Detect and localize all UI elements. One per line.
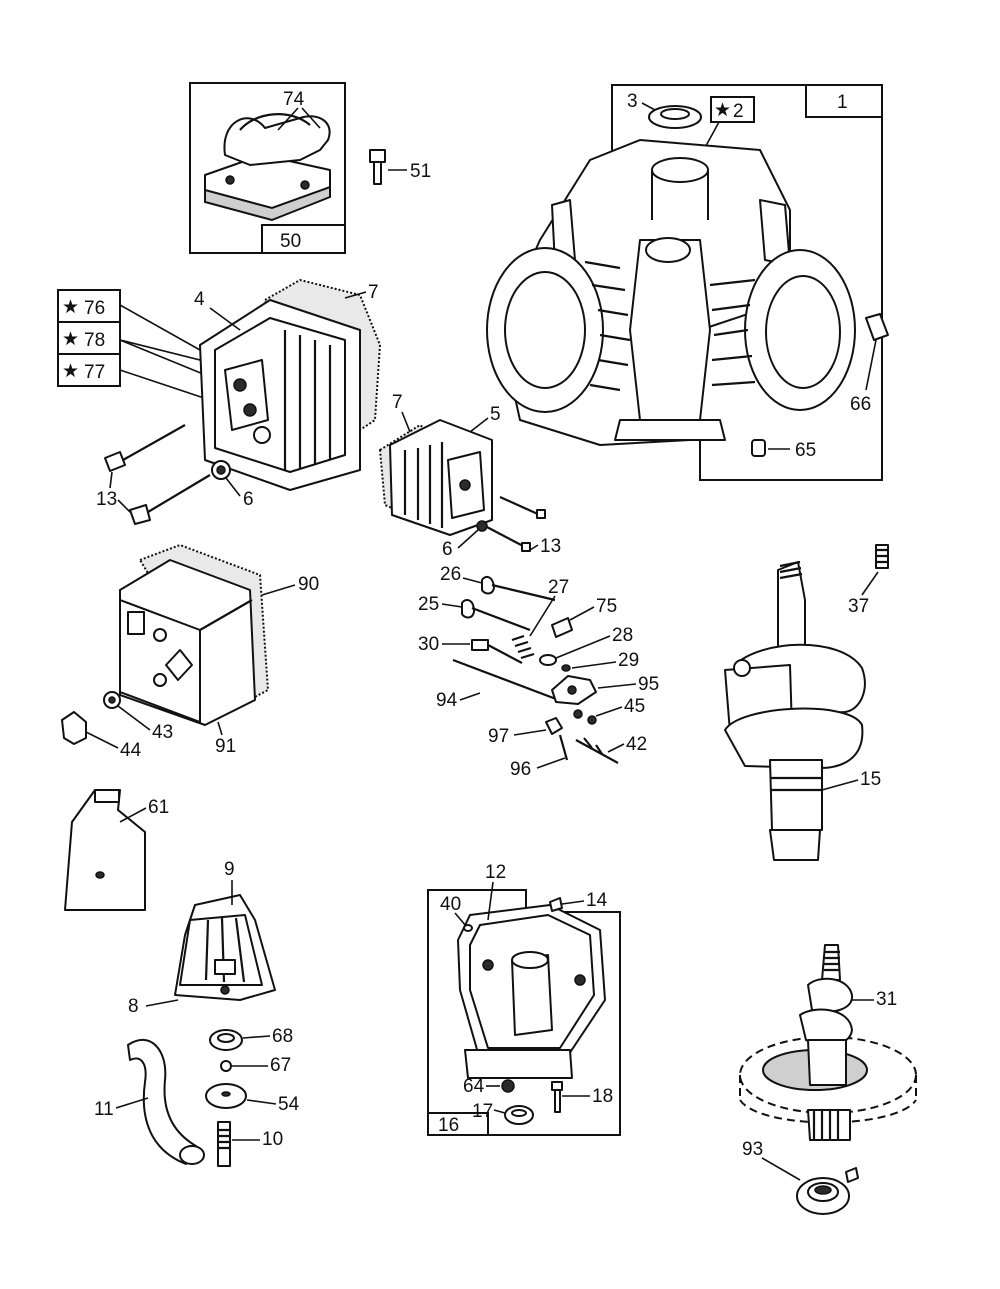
label-13b: 13 bbox=[540, 536, 561, 557]
hardware-group: 68 67 54 10 11 bbox=[94, 1026, 300, 1167]
label-74: 74 bbox=[283, 89, 305, 110]
label-77: 77 bbox=[84, 362, 105, 383]
label-50: 50 bbox=[280, 231, 301, 252]
label-45: 45 bbox=[624, 696, 645, 717]
cylinder-block-part bbox=[486, 139, 856, 446]
item-76-tag bbox=[57, 289, 121, 323]
seal-93-group: 93 bbox=[742, 1139, 859, 1215]
item-2-tag bbox=[710, 96, 755, 123]
label-17: 17 bbox=[472, 1101, 493, 1122]
label-18: 18 bbox=[592, 1086, 613, 1107]
label-6a: 6 bbox=[243, 489, 254, 510]
sump-part bbox=[457, 904, 606, 1079]
label-95: 95 bbox=[638, 674, 659, 695]
label-93: 93 bbox=[742, 1139, 763, 1160]
label-51: 51 bbox=[410, 161, 431, 182]
sump-cover-group: 16 12 40 14 64 17 18 bbox=[427, 862, 621, 1136]
label-16: 16 bbox=[438, 1115, 459, 1136]
crankshaft-group: 15 37 bbox=[724, 544, 889, 861]
label-13a: 13 bbox=[96, 489, 117, 510]
label-37: 37 bbox=[848, 596, 869, 617]
label-42: 42 bbox=[626, 734, 647, 755]
camshaft-group: 31 bbox=[739, 944, 917, 1141]
label-66: 66 bbox=[850, 394, 871, 415]
housing-8-9-group: 9 8 bbox=[128, 859, 276, 1017]
label-44: 44 bbox=[120, 740, 142, 761]
label-90: 90 bbox=[298, 574, 319, 595]
label-28: 28 bbox=[612, 625, 633, 646]
valve-train-group: 26 25 27 75 28 29 30 94 95 bbox=[418, 564, 659, 780]
label-11: 11 bbox=[94, 1099, 114, 1120]
bolt-51: 51 bbox=[369, 149, 431, 185]
label-27: 27 bbox=[548, 577, 569, 598]
label-7a: 7 bbox=[368, 282, 379, 303]
label-31: 31 bbox=[876, 989, 897, 1010]
label-30: 30 bbox=[418, 634, 439, 655]
label-15: 15 bbox=[860, 769, 881, 790]
label-91: 91 bbox=[215, 736, 236, 757]
label-4: 4 bbox=[194, 289, 205, 310]
head-bolt-13b bbox=[129, 474, 211, 525]
star-76: ★ bbox=[62, 297, 79, 318]
label-76: 76 bbox=[84, 298, 105, 319]
label-96: 96 bbox=[510, 759, 531, 780]
rocker-cover-group: 90 91 43 44 bbox=[61, 543, 319, 761]
label-94: 94 bbox=[436, 690, 458, 711]
label-25: 25 bbox=[418, 594, 439, 615]
label-40: 40 bbox=[440, 894, 461, 915]
label-5: 5 bbox=[490, 404, 501, 425]
label-78: 78 bbox=[84, 330, 105, 351]
label-1: 1 bbox=[837, 92, 848, 113]
label-29: 29 bbox=[618, 650, 639, 671]
cylinder-block-group: 1 ★ 2 3 bbox=[486, 84, 889, 481]
label-43: 43 bbox=[152, 722, 173, 743]
item-16-tag bbox=[427, 1112, 489, 1136]
label-3: 3 bbox=[627, 91, 638, 112]
label-54: 54 bbox=[278, 1094, 300, 1115]
manifold-assembly-group: 50 74 bbox=[189, 82, 346, 254]
star-77: ★ bbox=[62, 361, 79, 382]
label-26: 26 bbox=[440, 564, 461, 585]
star-78: ★ bbox=[62, 329, 79, 350]
label-2: 2 bbox=[733, 101, 744, 122]
label-61: 61 bbox=[148, 797, 169, 818]
label-14: 14 bbox=[586, 890, 608, 911]
label-67: 67 bbox=[270, 1055, 291, 1076]
label-10: 10 bbox=[262, 1129, 283, 1150]
item-50-tag bbox=[261, 224, 346, 254]
label-65: 65 bbox=[795, 440, 816, 461]
label-75: 75 bbox=[596, 596, 617, 617]
label-9: 9 bbox=[224, 859, 235, 880]
label-97: 97 bbox=[488, 726, 509, 747]
label-12: 12 bbox=[485, 862, 506, 883]
item-1-tag bbox=[805, 84, 883, 118]
star-2: ★ bbox=[714, 100, 731, 121]
label-64: 64 bbox=[463, 1076, 485, 1097]
manifold-part bbox=[204, 113, 331, 222]
head-bolt-13a bbox=[104, 424, 186, 472]
label-6b: 6 bbox=[442, 539, 453, 560]
cylinder-head-5-group: 7 5 6 13 bbox=[378, 392, 561, 560]
label-68: 68 bbox=[272, 1026, 293, 1047]
label-7b: 7 bbox=[392, 392, 403, 413]
cylinder-head-4-group: 4 7 13 6 bbox=[96, 278, 382, 525]
star-tags-group: ★ 76 ★ 78 ★ 77 bbox=[57, 289, 233, 406]
baffle-61-group: 61 bbox=[64, 789, 169, 911]
label-8: 8 bbox=[128, 996, 139, 1017]
